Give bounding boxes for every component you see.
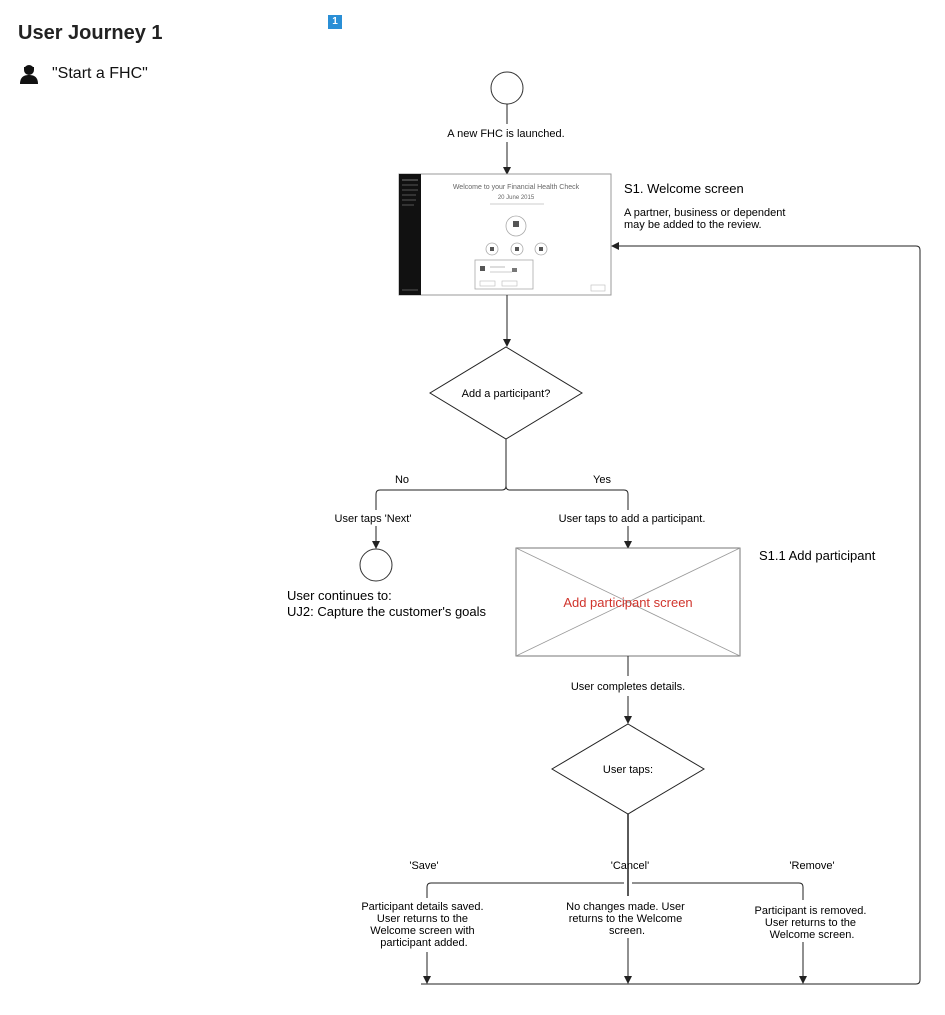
save-description: Participant details saved. User returns … [361,901,486,949]
start-node [490,71,524,105]
welcome-screen-thumbnail: Welcome to your Financial Health Check 2… [398,173,612,296]
thumb-heading: Welcome to your Financial Health Check [453,184,580,191]
yes-branch-line [505,485,632,549]
end-node [359,548,393,582]
yes-label: Yes [593,474,611,486]
user-taps-next: User taps 'Next' [335,513,412,525]
completes-label: User completes details. [571,681,685,693]
remove-branch-line [632,882,807,984]
cancel-description: No changes made. User returns to the Wel… [566,901,688,937]
remove-description: Participant is removed. User returns to … [755,905,870,941]
add-participant-placeholder: Add participant screen [515,547,741,657]
no-label: No [395,474,409,486]
step-badge: 1 [328,15,342,29]
persona-row: "Start a FHC" [18,63,148,85]
save-branch-line [423,882,624,984]
decision2-label: User taps: [603,764,653,776]
user-taps-add: User taps to add a participant. [559,513,706,525]
no-branch-line [372,439,507,549]
thumb-sidebar [399,174,421,295]
thumb-date: 20 June 2015 [498,195,535,201]
s1-desc-line1: A partner, business or dependent [624,207,785,219]
decision1-label: Add a participant? [462,388,551,400]
launch-label: A new FHC is launched. [447,128,564,140]
s1-title: S1. Welcome screen [624,181,744,196]
remove-label: 'Remove' [789,860,834,872]
cancel-label: 'Cancel' [611,860,649,872]
continues-line2: UJ2: Capture the customer's goals [287,604,487,619]
page-title: User Journey 1 [18,22,163,44]
s11-title: S1.1 Add participant [759,548,876,563]
return-loop-line [421,242,921,985]
s1-desc-line2: may be added to the review. [624,219,762,231]
placeholder-label: Add participant screen [563,595,692,610]
save-label: 'Save' [409,860,438,872]
journey-quote: "Start a FHC" [52,65,148,82]
continues-line1: User continues to: [287,588,392,603]
user-icon [20,65,38,84]
